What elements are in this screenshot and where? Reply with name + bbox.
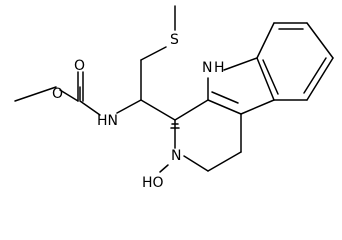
bond-n2-hydroxyl	[159, 164, 169, 173]
bond-n9-c8a	[223, 57, 258, 71]
atom-label-sulfur: S	[170, 32, 179, 48]
bond-c8a-c4b-double	[262, 59, 279, 95]
bond-c6-c5	[306, 57, 334, 101]
bond-ch2-sulfur	[140, 46, 167, 61]
bond-c6-c5-double	[303, 57, 327, 94]
bond-lines	[14, 5, 334, 173]
chemical-structure-diagram: O O HN S N H N HO	[14, 5, 334, 191]
atom-label-hydroxylamine-nitrogen: N	[171, 148, 181, 164]
bond-c8a-c8	[256, 22, 275, 59]
bond-c4b-c8a	[256, 57, 275, 101]
atom-label-indole-nitrogen: N	[202, 60, 212, 76]
atom-label-hydroxyl: HO	[142, 175, 164, 191]
bond-methyl-oxygen	[14, 86, 57, 102]
bond-c1-c9a	[174, 99, 209, 121]
bond-ch-c1	[140, 99, 176, 121]
atom-label-ester-oxygen: O	[52, 86, 63, 102]
bond-nitrogen-ch	[116, 99, 142, 114]
bond-c4a-c4b	[240, 99, 275, 115]
atom-label-indole-nitrogen-hydrogen: H	[214, 60, 225, 76]
bond-c7-c6	[306, 22, 334, 59]
bond-c9a-c4a	[207, 99, 242, 115]
bond-carbonyl-nitrogen	[79, 100, 101, 116]
bond-n2-c3	[183, 155, 209, 172]
atom-label-carbonyl-oxygen: O	[74, 58, 85, 74]
bond-c3-c4	[207, 151, 242, 172]
bond-c9a-c4a-double	[211, 91, 239, 104]
atom-label-carbamate-nitrogen: HN	[97, 113, 118, 129]
atom-labels: O O HN S N H N HO	[52, 32, 225, 191]
bond-ester-oxygen-carbon	[59, 89, 79, 102]
